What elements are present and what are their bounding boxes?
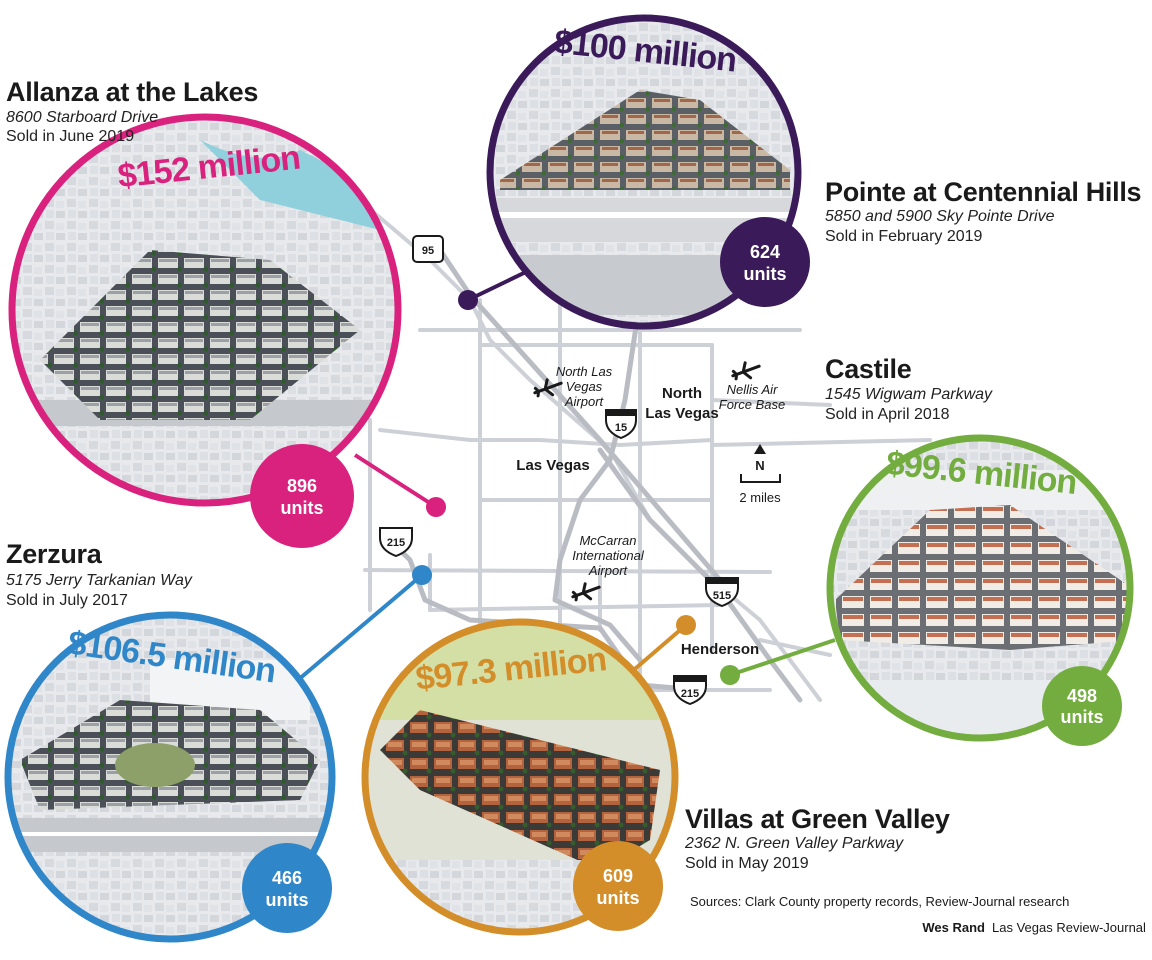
label-mccarran-1: McCarran <box>579 533 636 548</box>
caption-zerzura: Zerzura 5175 Jerry Tarkanian Way Sold in… <box>6 539 193 609</box>
svg-text:215: 215 <box>387 537 405 549</box>
svg-text:units: units <box>281 498 324 518</box>
svg-text:466: 466 <box>272 868 302 888</box>
airplane-icon <box>731 361 761 381</box>
svg-text:624: 624 <box>750 242 780 262</box>
property-sold-date: Sold in July 2017 <box>6 592 128 609</box>
property-name: Pointe at Centennial Hills <box>825 177 1141 207</box>
label-north-las-vegas-1: North <box>662 385 702 402</box>
photo-circle-castile[interactable] <box>820 430 1140 750</box>
label-north-lv-airport-2: Vegas <box>566 379 603 394</box>
label-mccarran-2: International <box>572 548 645 563</box>
label-nellis-2: Force Base <box>719 397 785 412</box>
svg-text:515: 515 <box>713 590 731 602</box>
label-north-lv-airport-1: North Las <box>556 364 613 379</box>
property-address: 8600 Starboard Drive <box>6 109 158 126</box>
svg-text:units: units <box>597 888 640 908</box>
i-215-west-shield: 215 <box>379 527 413 558</box>
property-address: 5175 Jerry Tarkanian Way <box>6 572 193 589</box>
caption-castile: Castile 1545 Wigwam Parkway Sold in Apri… <box>825 354 993 423</box>
units-badge-castile: 498 units <box>1042 666 1122 746</box>
caption-allanza: Allanza at the Lakes 8600 Starboard Driv… <box>6 77 258 145</box>
property-name: Villas at Green Valley <box>685 804 950 834</box>
property-sold-date: Sold in April 2018 <box>825 406 950 423</box>
units-badge-allanza: 896 units <box>250 444 354 548</box>
label-mccarran-3: Airport <box>588 563 629 578</box>
leader-lines <box>296 268 836 682</box>
svg-text:609: 609 <box>603 866 633 886</box>
airplane-icon <box>533 378 563 398</box>
units-badge-pointe: 624 units <box>720 217 810 307</box>
property-sold-date: Sold in February 2019 <box>825 228 983 245</box>
svg-text:units: units <box>744 264 787 284</box>
property-name: Castile <box>825 354 912 384</box>
sources-note: Sources: Clark County property records, … <box>690 894 1069 909</box>
property-name: Allanza at the Lakes <box>6 77 258 107</box>
author-credit: Wes Rand <box>922 920 985 935</box>
caption-villas: Villas at Green Valley 2362 N. Green Val… <box>684 804 950 872</box>
location-dot-allanza[interactable] <box>426 497 446 517</box>
us-95-shield: 95 <box>412 235 444 263</box>
i-515-shield: 515 <box>705 577 739 608</box>
publication-credit: Las Vegas Review-Journal <box>992 920 1146 935</box>
property-sold-date: Sold in June 2019 <box>6 128 134 145</box>
svg-text:95: 95 <box>422 245 434 257</box>
svg-text:215: 215 <box>681 688 699 700</box>
property-address: 5850 and 5900 Sky Pointe Drive <box>825 208 1055 225</box>
units-badge-villas: 609 units <box>573 841 663 931</box>
svg-text:units: units <box>266 890 309 910</box>
scale-bar: 2 miles <box>739 474 781 505</box>
caption-pointe: Pointe at Centennial Hills 5850 and 5900… <box>825 177 1142 245</box>
location-dot-zerzura[interactable] <box>412 565 432 585</box>
label-nellis-1: Nellis Air <box>727 382 778 397</box>
property-address: 1545 Wigwam Parkway <box>825 386 993 403</box>
property-name: Zerzura <box>6 539 103 569</box>
i-215-east-shield: 215 <box>673 675 707 706</box>
property-sold-date: Sold in May 2019 <box>685 855 809 872</box>
airplane-icon <box>571 582 601 602</box>
label-henderson: Henderson <box>681 641 759 658</box>
label-las-vegas: Las Vegas <box>516 457 589 474</box>
location-dot-castile[interactable] <box>720 665 740 685</box>
svg-text:units: units <box>1061 707 1104 727</box>
location-dot-villas[interactable] <box>676 615 696 635</box>
svg-text:15: 15 <box>615 422 627 434</box>
svg-text:896: 896 <box>287 476 317 496</box>
north-arrow-icon: N <box>754 444 766 473</box>
property-address: 2362 N. Green Valley Parkway <box>684 835 904 852</box>
svg-text:N: N <box>755 458 764 473</box>
photo-circle-allanza[interactable] <box>0 110 410 510</box>
units-badge-zerzura: 466 units <box>242 843 332 933</box>
label-north-lv-airport-3: Airport <box>564 394 605 409</box>
svg-text:2 miles: 2 miles <box>739 490 781 505</box>
svg-text:498: 498 <box>1067 686 1097 706</box>
label-north-las-vegas-2: Las Vegas <box>645 405 718 422</box>
location-dot-pointe[interactable] <box>458 290 478 310</box>
i-15-shield: 15 <box>605 409 637 440</box>
